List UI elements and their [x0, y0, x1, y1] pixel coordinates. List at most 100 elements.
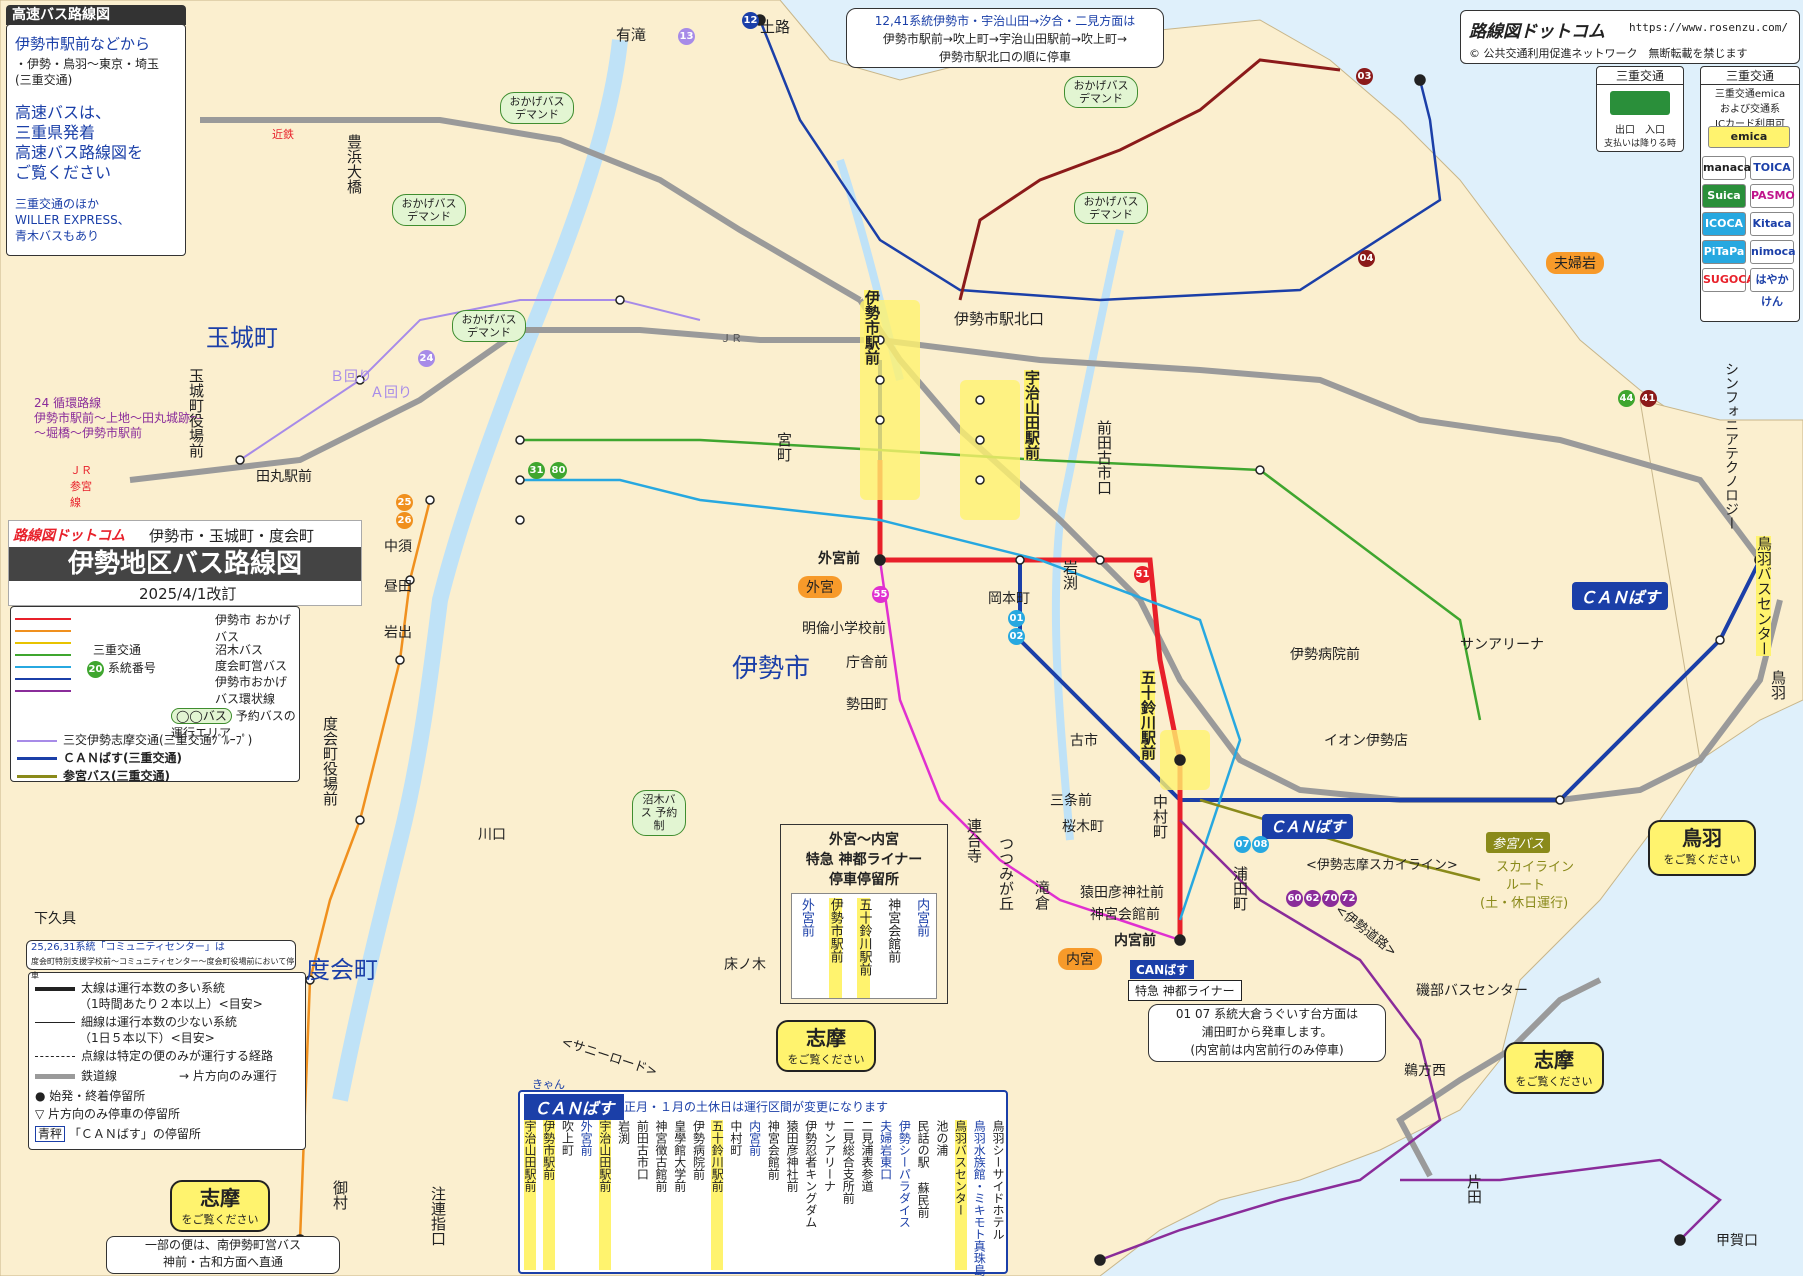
route-55	[878, 559, 1181, 942]
stop-takikura: 滝倉	[1033, 880, 1051, 910]
stop-isuzugawa: 五十鈴川駅前	[1139, 670, 1157, 760]
stop-miyamachi: 宮町	[775, 432, 793, 462]
tokkyu-badge: 特急 神都ライナー	[1128, 980, 1242, 1001]
stop-amanoiwatoguchi: 磯部バスセンター	[1416, 983, 1528, 999]
ic-title-1: 三重交通	[1701, 67, 1799, 85]
shima-badge-east[interactable]: 志摩 をご覧ください	[1504, 1042, 1604, 1094]
express-from: 伊勢市駅前などから	[15, 35, 151, 53]
can-box-stop: 伊勢忍者キングダム	[803, 1120, 818, 1228]
stop-maeda: 前田古市口	[1095, 420, 1113, 495]
watarai-note-1: 一部の便は、南伊勢町営バス	[144, 1238, 301, 1252]
route-badge-25: 25	[396, 494, 413, 511]
ic-title-4: ICカード利用可	[1715, 119, 1785, 130]
community-note: 25,26,31系統「コミュニティセンター」は 度会町特別支援学校前～コミュニテ…	[26, 940, 296, 980]
ic-title-2: 三重交通emica	[1714, 89, 1786, 100]
legend-thick-1: 太線は運行本数の多い系統	[81, 981, 226, 995]
stop-isobe-bc: 鵜方西	[1404, 1063, 1446, 1079]
stop-nakasu: 中須	[384, 539, 412, 555]
stop-iseshi-kitaguchi: 伊勢市駅北口	[954, 310, 1045, 328]
stop-toba: 鳥羽	[1769, 670, 1787, 700]
community-note-2: 度会町特別支援学校前～コミュニティセンター～度会町役場前において停車	[31, 957, 295, 980]
loop-24-note-1: 24 循環路線	[34, 396, 102, 410]
route-badge-01: 01	[1008, 610, 1025, 627]
legend-railway: 鉄道線	[81, 1069, 118, 1083]
can-box-stop: 中村町	[728, 1120, 743, 1156]
toba-badge[interactable]: 鳥羽 をご覧ください	[1648, 820, 1756, 876]
brand-panel: 路線図ドットコム https://www.rosenzu.com/ © 公共交通…	[1460, 10, 1800, 64]
route-badge-80: 80	[550, 462, 567, 479]
community-note-1: 25,26,31系統「コミュニティセンター」は	[31, 942, 225, 953]
stop-shimetsuchi: 下久具	[34, 911, 76, 927]
stop-toro: 土路	[760, 18, 791, 36]
legend-thin-2: （1日５本以下）<目安>	[79, 1031, 215, 1045]
shima-badge-east-note: をご覧ください	[1515, 1075, 1593, 1088]
terminal-dot-icon: ●	[35, 1089, 50, 1103]
watarai-note: 一部の便は、南伊勢町営バス 神前・古和方面へ直通	[106, 1236, 340, 1274]
stop-ujiyamada: 宇治山田駅前	[1023, 370, 1041, 460]
title-card: 路線図ドットコム 伊勢市・玉城町・度会町 伊勢地区バス路線図 2025/4/1改…	[8, 520, 362, 606]
can-box-stop: 鳥羽バスセンター	[954, 1120, 968, 1270]
area-ise: 伊勢市	[732, 654, 811, 684]
label-shinfonia: シンフォニアテクノロジー	[1723, 362, 1739, 530]
route-purple-shima	[1400, 1158, 1722, 1241]
can-box-stop: 二見浦表参道	[859, 1120, 874, 1192]
legend-dotted: 点線は特定の便のみが運行する経路	[81, 1049, 274, 1063]
legend-thick-2: （1時間あたり２本以上）<目安>	[79, 997, 263, 1011]
tokkyu-stop-1: 伊勢市駅前	[828, 898, 843, 998]
route-badge-12: 12	[742, 12, 759, 29]
route-badge-24: 24	[418, 350, 435, 367]
can-box-stop: 五十鈴川駅前	[710, 1120, 724, 1270]
can-box-stop: 伊勢シーパラダイス	[897, 1120, 912, 1228]
route-badge-72: 72	[1340, 890, 1357, 907]
route-badge-31: 31	[528, 462, 545, 479]
top-note: 12,41系統伊勢市・宇治山田→汐合・二見方面は 伊勢市駅前→吹上町→宇治山田駅…	[846, 8, 1164, 68]
tokkyu-title-3: 停車停留所	[829, 872, 899, 888]
area-tamaki: 玉城町	[206, 324, 278, 352]
bus-icon	[1610, 91, 1670, 115]
ic-card-kitaca: Kitaca	[1750, 212, 1794, 236]
legend-lines: 太線は運行本数の多い系統 （1時間あたり２本以上）<目安> 細線は運行本数の少な…	[28, 972, 306, 1150]
toba-badge-note: をご覧ください	[1663, 853, 1741, 866]
route-badge-08: 08	[1252, 836, 1269, 853]
stop-nakamura: 中村町	[1151, 794, 1169, 839]
route-badge-55: 55	[872, 586, 889, 603]
ic-card-icoca: ICOCA	[1702, 212, 1746, 236]
shima-badge-center[interactable]: 志摩 をご覧ください	[776, 1020, 876, 1072]
route-purple	[1099, 819, 1442, 1262]
oomiya-note-1: 01 07 系統大倉うぐいす台方面は	[1175, 1007, 1359, 1021]
stop-iseshi: 伊勢市駅前	[863, 290, 881, 365]
legend-route-sample: 20	[87, 661, 104, 678]
toba-badge-title: 鳥羽	[1682, 826, 1722, 850]
route-badge-41: 41	[1640, 390, 1657, 407]
can-box-stop: 伊勢市駅前	[542, 1120, 556, 1270]
shima-badge-title: 志摩	[806, 1026, 846, 1050]
can-box-stop: 二見総合支所前	[841, 1120, 856, 1204]
ic-card-pitapa: PiTaPa	[1702, 240, 1746, 264]
can-box-stops: 宇治山田駅前 伊勢市駅前 吹上町 外宮前 宇治山田駅前 岩渕 前田古市口 神宮徴…	[523, 1120, 1005, 1276]
stop-jingu-kaikan: 神宮会館前	[1090, 907, 1160, 923]
legend-oneway-stop: 片方向のみ停車の停留所	[48, 1107, 181, 1121]
shima-badge-west[interactable]: 志摩 をご覧ください	[170, 1180, 270, 1232]
express-note-1: 高速バスは、	[15, 103, 112, 122]
route-badge-26: 26	[396, 512, 413, 529]
stop-iwabuchi: 岩渕	[1061, 560, 1079, 590]
title-area: 伊勢市・玉城町・度会町	[149, 527, 315, 545]
shima-badge-note: をご覧ください	[787, 1053, 865, 1066]
stop-watarai-office: 度会町役場前	[321, 716, 339, 806]
legend-route-no: 系統番号	[107, 661, 156, 675]
shima-badge-west-title: 志摩	[200, 1186, 240, 1210]
can-bus-box: きゃん ＣＡＮばす 正月・１月の土休日は運行区間が変更になります 宇治山田駅前 …	[518, 1078, 1008, 1276]
can-box-title: ＣＡＮばす	[524, 1094, 625, 1120]
can-box-kana: きゃん	[532, 1078, 565, 1091]
stop-ugata: 片田	[1465, 1174, 1483, 1204]
okage-demand-bubble: おかげバス デマンド	[452, 310, 526, 343]
label-a-loop: Ａ回り	[370, 385, 412, 401]
route-badge-60: 60	[1286, 890, 1303, 907]
top-note-2: 伊勢市駅前→吹上町→宇治山田駅前→吹上町→	[882, 32, 1128, 46]
can-bus-label-2: ＣＡＮばす	[1262, 814, 1354, 839]
stop-hiruta: 昼田	[384, 579, 412, 595]
route-badge-51: 51	[1134, 566, 1151, 583]
express-bus-panel: 高速バス路線図 伊勢市駅前などから ・伊勢・鳥羽～東京・埼玉 (三重交通) 高速…	[6, 5, 186, 256]
can-box-stop: 内宮前	[747, 1120, 762, 1156]
fare-entrance: 入口	[1645, 125, 1665, 136]
